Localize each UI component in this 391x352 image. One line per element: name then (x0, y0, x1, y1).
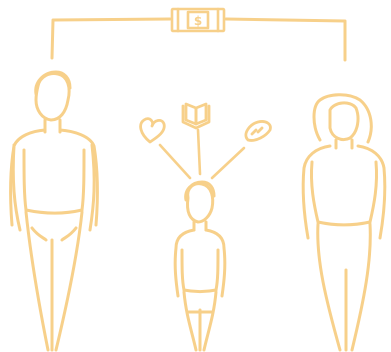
father-figure (11, 72, 98, 350)
heart-icon (141, 119, 165, 142)
book-icon (183, 104, 209, 128)
mother-figure (303, 95, 385, 350)
child-figure (175, 182, 225, 350)
bread-icon (246, 121, 270, 140)
care-rays (160, 130, 244, 178)
dollar-sign: $ (194, 14, 202, 28)
money-icon: $ (172, 9, 224, 31)
